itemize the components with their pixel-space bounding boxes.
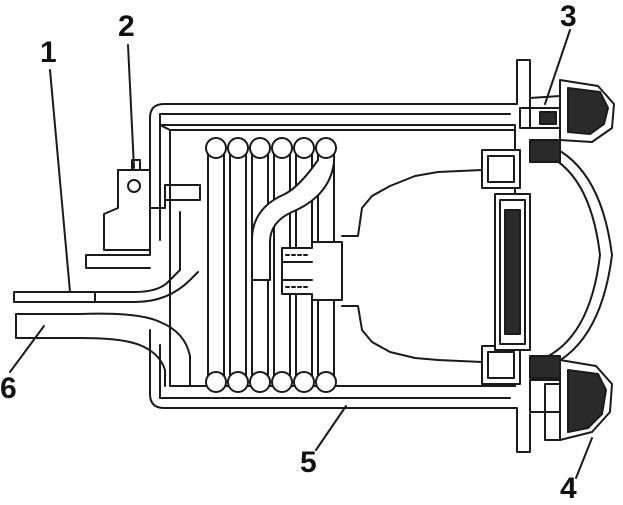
label-4: 4 [560,472,577,505]
center-connector [281,241,343,301]
dome-cap [529,139,613,379]
label-1: 1 [40,36,57,69]
outer-housing [85,59,561,453]
pipes [13,211,199,387]
label-3: 3 [560,0,577,33]
inner-plate [494,193,531,351]
cup-body [341,149,521,385]
label-6: 6 [0,372,17,405]
bottom-clip [544,359,613,441]
mounting-bracket [103,159,201,251]
label-2: 2 [118,10,135,43]
leader-lines [9,29,593,479]
label-5: 5 [300,446,317,479]
coil [205,137,337,393]
top-clip [519,79,615,143]
